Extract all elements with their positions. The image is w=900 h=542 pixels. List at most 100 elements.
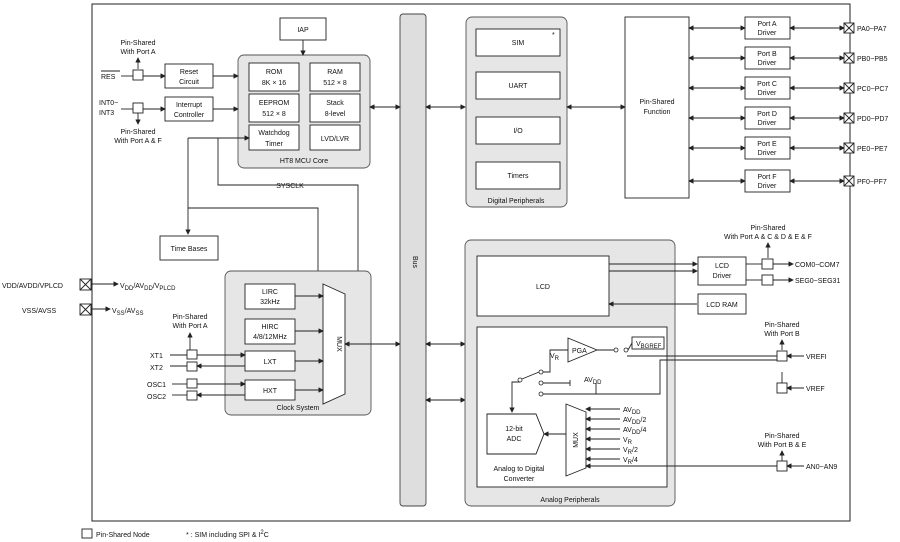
int-pin-label-2: INT3 xyxy=(99,110,114,117)
sim-footnote-mark: * xyxy=(552,32,555,39)
port-d: Port D Driver PD0~PD7 xyxy=(688,106,888,130)
mux-in-avdd: AVDD xyxy=(623,407,641,416)
port-e: Port E Driver PE0~PE7 xyxy=(688,136,888,160)
clock-mux-label: MUX xyxy=(335,336,342,352)
port-b-driver-label: Port B xyxy=(757,51,777,58)
mux-in-vr-2: VR/2 xyxy=(623,447,638,456)
an-pin-shared-note-2: With Port B & E xyxy=(758,442,807,449)
adc-mux-label: MUX xyxy=(573,432,580,448)
vss-internal-label: VSS/AVSS xyxy=(112,308,143,317)
vref-pin-shared-note: Pin-Shared xyxy=(764,322,799,329)
rom-size: 8K × 16 xyxy=(262,80,286,87)
port-f-driver-label: Port F xyxy=(757,174,776,181)
converter-label: Analog to Digital xyxy=(494,466,545,473)
port-d-pin-label: PD0~PD7 xyxy=(857,116,888,123)
an-pin-shared-note: Pin-Shared xyxy=(764,433,799,440)
xt2-pin-node xyxy=(186,361,198,372)
adc-block xyxy=(486,413,545,455)
timers-label: Timers xyxy=(507,173,529,180)
seg-pin-node xyxy=(761,274,774,286)
xt1-pin-label: XT1 xyxy=(150,353,163,360)
lcd-pin-shared-note: Pin-Shared xyxy=(750,225,785,232)
an-pin-label: AN0~AN9 xyxy=(806,464,837,471)
analog-peripherals-title: Analog Peripherals xyxy=(540,497,600,504)
com-pin-node xyxy=(761,258,774,270)
clock-system-title: Clock System xyxy=(277,405,320,412)
an-pin-node xyxy=(776,460,788,472)
port-d-driver-label-2: Driver xyxy=(758,120,777,127)
uart-label: UART xyxy=(509,83,529,90)
clock-pin-shared-note-2: With Port A xyxy=(172,323,207,330)
port-e-driver-label: Port E xyxy=(757,141,777,148)
int-pin-node xyxy=(132,102,144,114)
res-pin-label: RES xyxy=(101,74,116,81)
port-d-driver-label: Port D xyxy=(757,111,777,118)
sysclk-label: SYSCLK xyxy=(276,183,304,190)
mux-in-avdd-4: AVDD/4 xyxy=(623,427,646,436)
reset-label: Reset xyxy=(180,69,198,76)
ram-block xyxy=(309,62,361,92)
xt1-pin-node xyxy=(186,349,198,360)
clock-pin-shared-note: Pin-Shared xyxy=(172,314,207,321)
interrupt-label: Interrupt xyxy=(176,102,202,109)
stack-size: 8-level xyxy=(325,111,346,118)
hxt-label: HXT xyxy=(263,388,278,395)
port-c: Port C Driver PC0~PC7 xyxy=(688,76,888,100)
int-pin-shared-note-2: With Port A & F xyxy=(114,138,161,145)
io-label: I/O xyxy=(513,128,523,135)
seg-pin-label: SEG0~SEG31 xyxy=(795,278,840,285)
osc2-pin-label: OSC2 xyxy=(147,394,166,401)
ram-label: RAM xyxy=(327,69,343,76)
clock-mux xyxy=(322,283,346,405)
int-pin-label: INT0~ xyxy=(99,100,118,107)
osc1-pin-node xyxy=(186,378,198,389)
io-block xyxy=(475,116,561,145)
sim-label: SIM xyxy=(512,40,525,47)
xt2-pin-label: XT2 xyxy=(150,365,163,372)
vbgref-label: VBGREF xyxy=(636,341,662,350)
time-bases-label: Time Bases xyxy=(171,246,208,253)
reset-pin-shared-note-2: With Port A xyxy=(120,49,155,56)
pga-label: PGA xyxy=(572,348,587,355)
port-f-driver-label-2: Driver xyxy=(758,183,777,190)
uart-block xyxy=(475,71,561,100)
port-f: Port F Driver PF0~PF7 xyxy=(688,169,887,193)
rom-label: ROM xyxy=(266,69,283,76)
bus-label: Bus xyxy=(411,256,418,269)
osc2-pin-node xyxy=(186,390,198,401)
pga-vr-label: VR xyxy=(550,353,560,362)
int-pin-shared-note: Pin-Shared xyxy=(120,129,155,136)
hirc-label: HIRC xyxy=(261,324,278,331)
adc-label: 12-bit xyxy=(505,426,523,433)
lcd-pin-shared-note-2: With Port A & C & D & E & F xyxy=(724,234,812,241)
rom-block xyxy=(248,62,300,92)
chip-outline xyxy=(91,3,851,522)
lcd-driver-block xyxy=(697,256,747,286)
lvd-label: LVD/LVR xyxy=(321,136,349,143)
time-bases-block xyxy=(159,235,219,261)
adc-label-2: ADC xyxy=(507,436,522,443)
vdd-internal-label: VDD/AVDD/VPLCD xyxy=(120,283,176,292)
port-a: Port A Driver PA0~PA7 xyxy=(688,16,887,40)
interrupt-label-2: Controller xyxy=(174,112,205,119)
port-c-driver-label-2: Driver xyxy=(758,90,777,97)
mux-in-vr: VR xyxy=(623,437,633,446)
vrefi-pin-node xyxy=(776,350,788,362)
pin-shared-function-label: Pin-Shared xyxy=(639,99,674,106)
legend-node-label: Pin-Shared Node xyxy=(96,532,150,539)
avdd-ref-label: AVDD xyxy=(584,377,602,386)
port-b-pin-label: PB0~PB5 xyxy=(857,56,888,63)
port-e-driver-label-2: Driver xyxy=(758,150,777,157)
legend-node-icon xyxy=(81,528,93,539)
converter-label-2: Converter xyxy=(504,476,535,483)
port-a-driver-label: Port A xyxy=(757,21,776,28)
lcd-block xyxy=(476,255,610,317)
hirc-block xyxy=(244,318,296,345)
lirc-block xyxy=(244,283,296,310)
eeprom-label: EEPROM xyxy=(259,100,290,107)
eeprom-block xyxy=(248,93,300,123)
mux-in-vr-4: VR/4 xyxy=(623,457,638,466)
vdd-pin-label: VDD/AVDD/VPLCD xyxy=(2,283,63,290)
iap-label: IAP xyxy=(297,27,309,34)
